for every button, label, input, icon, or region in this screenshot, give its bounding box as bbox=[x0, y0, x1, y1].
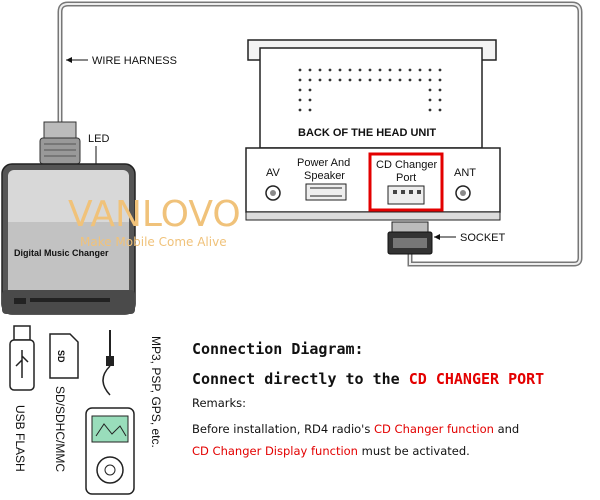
cd-port-label-1: CD Changer bbox=[376, 159, 437, 171]
usb-flash-label: USB FLASH bbox=[13, 405, 27, 472]
led-label: LED bbox=[88, 133, 109, 145]
head-unit-back bbox=[245, 39, 501, 221]
power-speaker-label-1: Power And bbox=[297, 157, 350, 169]
remarks-label: Remarks: bbox=[192, 396, 247, 410]
remarks-text: Before installation, RD4 radio's CD Chan… bbox=[192, 422, 520, 458]
connection-title: Connection Diagram: bbox=[192, 340, 364, 358]
ant-label: ANT bbox=[454, 167, 476, 179]
socket-plug bbox=[387, 221, 433, 255]
sd-card: SD bbox=[49, 333, 79, 379]
power-speaker-port bbox=[305, 183, 347, 201]
cd-changer-port bbox=[387, 185, 425, 205]
connection-instructions: Connection Diagram: Connect directly to … bbox=[192, 340, 592, 462]
wire-harness-label: WIRE HARNESS bbox=[92, 55, 177, 67]
device-name-label: Digital Music Changer bbox=[14, 248, 109, 258]
usb-flash-drive bbox=[9, 325, 35, 391]
watermark-tagline: Make Mobile Come Alive bbox=[80, 235, 227, 249]
mp3-players-label: MP3, PSP, GPS, etc. bbox=[149, 336, 163, 448]
db-connector bbox=[39, 121, 81, 165]
sd-media-label: SD/SDHC/MMC bbox=[53, 386, 67, 472]
power-speaker-label-2: Speaker bbox=[304, 170, 345, 182]
cd-port-label-2: Port bbox=[396, 172, 416, 184]
av-label: AV bbox=[266, 167, 281, 179]
watermark-brand: VANLOVO bbox=[68, 194, 241, 235]
head-unit-label: BACK OF THE HEAD UNIT bbox=[298, 127, 436, 139]
connection-line: Connect directly to the CD CHANGER PORT bbox=[192, 370, 545, 388]
mp3-player bbox=[85, 330, 135, 495]
socket-label: SOCKET bbox=[460, 232, 506, 244]
sd-card-text: SD bbox=[56, 350, 66, 363]
music-changer-device bbox=[1, 163, 136, 315]
cd-changer-port-highlight bbox=[368, 152, 444, 212]
cd-changer-port-highlight-text: CD CHANGER PORT bbox=[408, 370, 545, 388]
